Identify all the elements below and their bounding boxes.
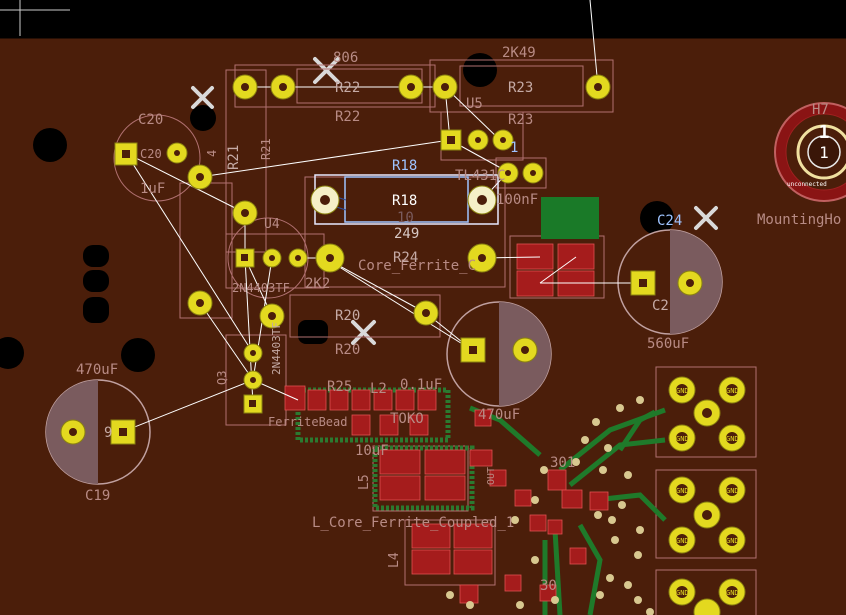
top-bar: [0, 0, 846, 38]
npth-holes: [0, 53, 674, 372]
label-100nf: 100nF: [496, 192, 538, 208]
mounting-hole-pad-ghost: 1: [819, 122, 830, 143]
label-560uf: 560uF: [647, 336, 689, 352]
label-u5: U5: [466, 96, 483, 112]
label-10uf: 10uF: [355, 443, 389, 459]
label-r21-fab: R21: [226, 145, 242, 170]
label-c1: 1: [510, 140, 518, 156]
label-q3-value: 2N4403TF: [270, 322, 283, 375]
label-l2: L2: [370, 381, 387, 397]
label-l5: L5: [357, 474, 372, 490]
gnd-label: GND: [676, 435, 689, 443]
label-10: 10: [397, 210, 414, 226]
label-2k2: 2K2: [305, 276, 330, 292]
label-301: 301: [550, 455, 575, 471]
gnd-label: GND: [726, 387, 739, 395]
label-c20-fab: C20: [140, 147, 162, 161]
gnd-label: GND: [726, 537, 739, 545]
gnd-pads: GND GND GND GND GND GND GND GND GND GND: [668, 376, 746, 615]
label-r18-fab: R18: [392, 193, 417, 209]
label-r22-silk: R22: [335, 109, 360, 125]
vias: [446, 396, 654, 615]
label-470uf-c19: 470uF: [76, 362, 118, 378]
label-l4: L4: [387, 552, 402, 568]
label-ferrite-bead: FerriteBead: [268, 415, 347, 429]
label-2n4403tf: 2N4403TF: [232, 281, 290, 295]
label-4: 4: [205, 150, 219, 157]
label-mounting-hole: MountingHo: [757, 212, 841, 228]
label-c19-pad: 9: [104, 425, 112, 441]
gnd-label: GND: [726, 435, 739, 443]
smd-pads: [284, 243, 609, 604]
x-markers: [191, 57, 718, 345]
label-h7: H7: [812, 102, 829, 118]
label-c19: C19: [85, 488, 110, 504]
label-r21-silk: R21: [259, 138, 273, 160]
label-l-core-ferrite-coupled: L_Core_Ferrite_Coupled_1: [312, 515, 514, 531]
mounting-hole-h7[interactable]: [774, 102, 846, 202]
label-core-ferrite: Core_Ferrite_C: [358, 258, 476, 274]
label-c2: C2: [652, 298, 669, 314]
label-c20: C20: [138, 112, 163, 128]
label-u4: U4: [264, 217, 280, 232]
label-1uf: 1uF: [140, 181, 165, 197]
label-r20-silk: R20: [335, 342, 360, 358]
label-0-1uf: 0.1uF: [400, 377, 442, 393]
label-r18-silk: R18: [392, 158, 417, 174]
label-q3: Q3: [215, 371, 229, 385]
pad-holes: [69, 83, 694, 436]
label-out: OUT: [486, 467, 497, 485]
mounting-hole-pad-number: 1: [819, 143, 829, 162]
label-r23-fab: R23: [508, 80, 533, 96]
gnd-label: GND: [676, 537, 689, 545]
gnd-label: GND: [726, 589, 739, 597]
gnd-label: GND: [726, 487, 739, 495]
gnd-label: GND: [676, 387, 689, 395]
unconnected-label: unconnected: [787, 181, 827, 188]
label-806: 806: [333, 50, 358, 66]
gnd-label: GND: [676, 589, 689, 597]
label-249: 249: [394, 226, 419, 242]
label-r20-fab: R20: [335, 308, 360, 324]
label-r23-silk: R23: [508, 112, 533, 128]
label-470uf-c1: 470uF: [478, 407, 520, 423]
label-2k49: 2K49: [502, 45, 536, 61]
gnd-label: GND: [676, 487, 689, 495]
label-r24: R24: [393, 250, 418, 266]
label-tl431c: TL431C: [455, 168, 506, 184]
label-toko: TOKO: [390, 411, 424, 427]
label-c24: C24: [657, 213, 682, 229]
label-30: 30: [540, 578, 557, 594]
label-r22-fab: R22: [335, 80, 360, 96]
label-r25: R25: [327, 379, 352, 395]
